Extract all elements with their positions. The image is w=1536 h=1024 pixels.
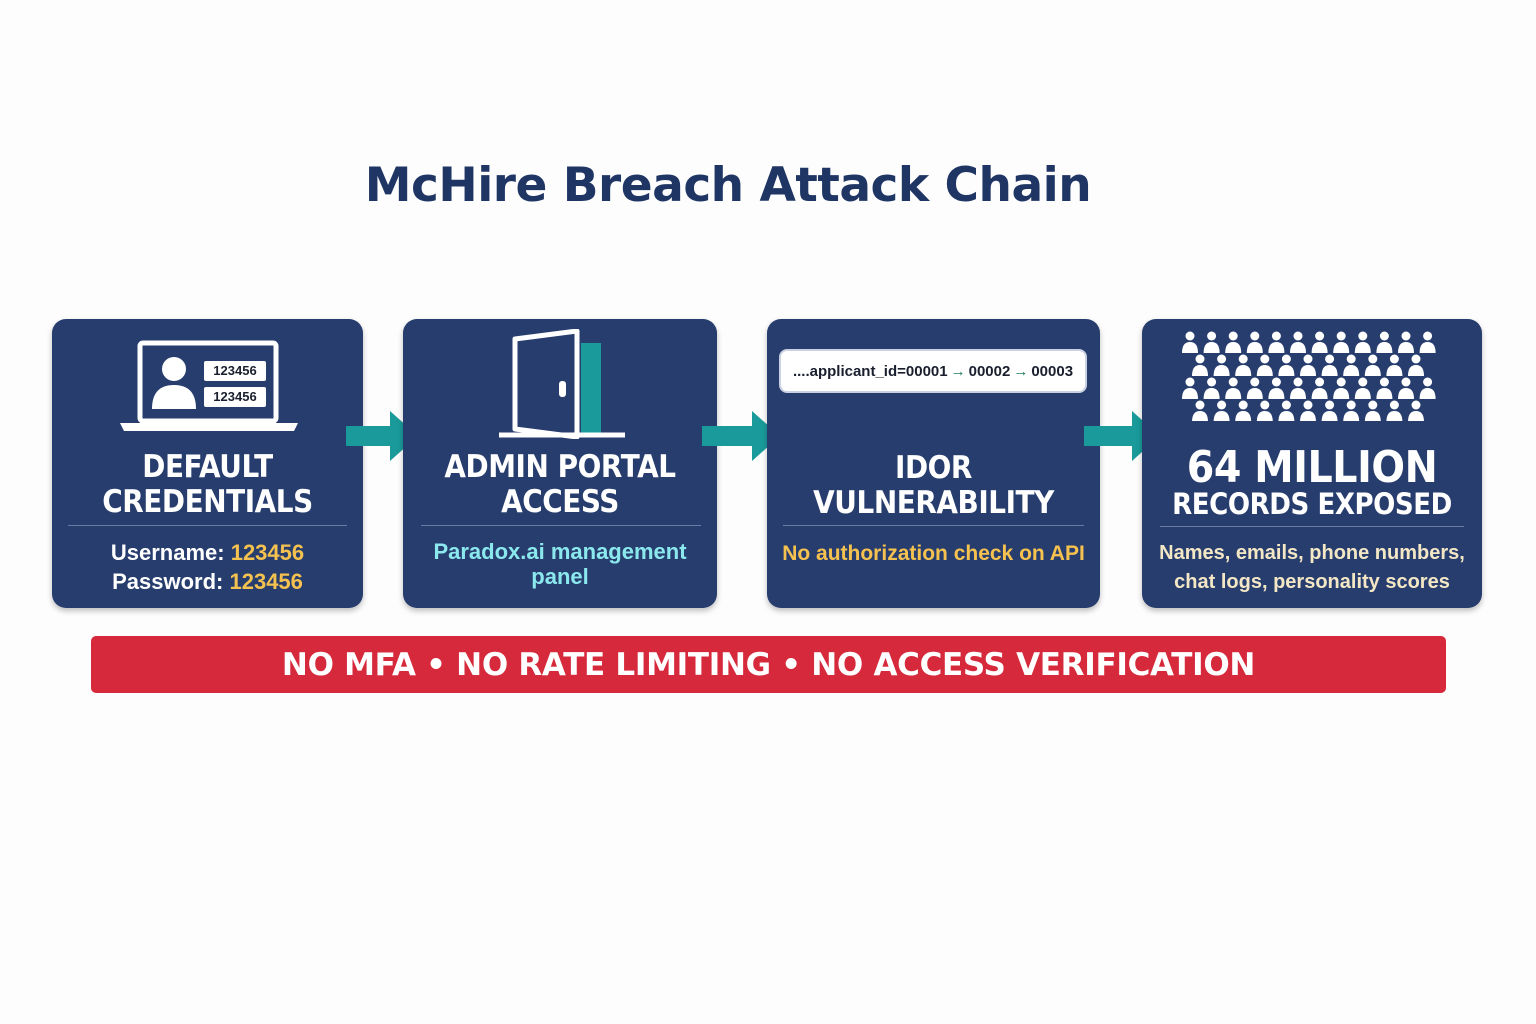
crowd-icon: [1182, 331, 1450, 426]
person-icon: [1213, 354, 1230, 376]
person-icon: [1290, 377, 1306, 399]
diagram-title: McHire Breach Attack Chain: [364, 158, 1092, 213]
person-icon: [1213, 400, 1230, 422]
person-icon: [1182, 377, 1198, 399]
person-icon: [1268, 377, 1285, 399]
person-icon: [1225, 331, 1242, 353]
username-value: 123456: [230, 540, 305, 565]
flow-arrow-icon: [702, 411, 782, 466]
person-icon: [1376, 331, 1393, 353]
person-icon: [1321, 400, 1338, 422]
arrow-right-icon: →: [1013, 362, 1029, 380]
url-id-2: 00002: [968, 362, 1011, 380]
username-label: Username:: [110, 540, 225, 565]
person-icon: [1419, 331, 1436, 353]
person-icon: [1192, 400, 1208, 422]
step-description: Names, emails, phone numbers, chat logs,…: [1159, 542, 1465, 593]
person-icon: [1354, 377, 1371, 399]
person-icon: [1246, 377, 1263, 399]
person-icon: [1386, 400, 1403, 422]
step-card-admin-portal: ADMIN PORTAL ACCESS Paradox.ai managemen…: [403, 319, 717, 608]
step-subtitle: RECORDS EXPOSED: [1172, 487, 1452, 521]
credentials-text: Username: 123456 Password: 123456: [62, 538, 353, 596]
credential-field-2: 123456: [213, 389, 257, 404]
divider: [1160, 526, 1464, 527]
person-icon: [1290, 331, 1306, 353]
person-icon: [1333, 377, 1350, 399]
person-icon: [1246, 331, 1263, 353]
person-icon: [1343, 354, 1360, 376]
person-icon: [1203, 377, 1220, 399]
person-icon: [1235, 354, 1252, 376]
person-icon: [1203, 331, 1220, 353]
divider: [68, 525, 347, 526]
person-icon: [1278, 400, 1295, 422]
person-icon: [1256, 400, 1273, 422]
credential-field-1: 123456: [213, 363, 257, 378]
step-card-records-exposed: 64 MILLION RECORDS EXPOSED Names, emails…: [1142, 319, 1482, 608]
flow-arrow-icon: [1084, 411, 1162, 466]
person-icon: [1311, 377, 1328, 399]
person-icon: [1225, 377, 1242, 399]
person-icon: [1408, 354, 1424, 376]
divider: [783, 525, 1084, 526]
person-icon: [1235, 400, 1252, 422]
person-icon: [1364, 400, 1381, 422]
person-icon: [1354, 331, 1371, 353]
open-door-icon: [497, 328, 627, 444]
step-title: 64 MILLION: [1186, 442, 1438, 493]
person-icon: [1268, 331, 1285, 353]
password-label: Password:: [112, 569, 224, 594]
laptop-user-icon: 123456 123456: [118, 339, 300, 438]
divider: [421, 525, 701, 526]
step-description: No authorization check on API: [782, 542, 1085, 565]
person-icon: [1311, 331, 1328, 353]
url-prefix: ....applicant_id=00001: [792, 362, 948, 380]
url-bar: ....applicant_id=00001 → 00002 → 00003: [779, 349, 1087, 393]
person-icon: [1376, 377, 1393, 399]
person-icon: [1278, 354, 1295, 376]
person-icon: [1192, 354, 1208, 376]
url-id-3: 00003: [1031, 362, 1074, 380]
person-icon: [1333, 331, 1350, 353]
step-title: IDOR VULNERABILITY: [813, 450, 1054, 521]
step-card-idor: ....applicant_id=00001 → 00002 → 00003 I…: [767, 319, 1100, 608]
person-icon: [1398, 377, 1414, 399]
person-icon: [1300, 400, 1316, 422]
person-icon: [1256, 354, 1273, 376]
person-icon: [1182, 331, 1198, 353]
step-title: ADMIN PORTAL ACCESS: [444, 449, 676, 520]
person-icon: [1321, 354, 1338, 376]
warning-banner: NO MFA • NO RATE LIMITING • NO ACCESS VE…: [91, 636, 1446, 693]
step-description: Paradox.ai management panel: [433, 539, 687, 589]
flow-arrow-icon: [346, 411, 420, 466]
person-icon: [1343, 400, 1360, 422]
person-icon: [1300, 354, 1316, 376]
step-card-default-credentials: 123456 123456 DEFAULT CREDENTIALS Userna…: [52, 319, 363, 608]
step-title: DEFAULT CREDENTIALS: [102, 449, 313, 520]
person-icon: [1364, 354, 1381, 376]
person-icon: [1408, 400, 1424, 422]
person-icon: [1419, 377, 1436, 399]
person-icon: [1398, 331, 1414, 353]
password-value: 123456: [229, 569, 303, 594]
arrow-right-icon: →: [950, 362, 966, 380]
person-icon: [1386, 354, 1403, 376]
